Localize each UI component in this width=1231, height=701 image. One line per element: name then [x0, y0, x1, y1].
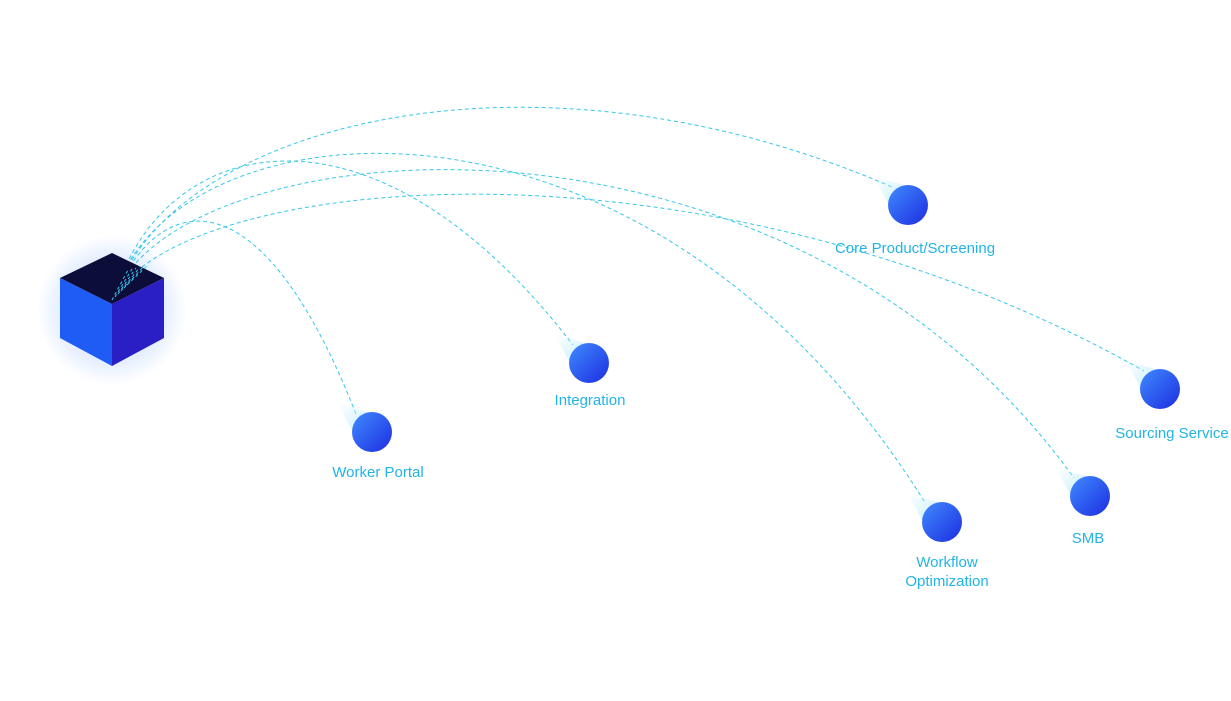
worker-portal-label: Worker Portal: [332, 463, 423, 482]
comet-trail: [874, 177, 904, 203]
comet-trail: [1126, 361, 1156, 387]
hub-connector-origin: [123, 265, 145, 289]
node-integration[interactable]: [555, 335, 609, 383]
worker-portal-label-line: Worker Portal: [332, 464, 424, 481]
sphere-icon[interactable]: [1140, 369, 1180, 409]
integration-label-line: Integration: [554, 392, 626, 409]
sphere-icon[interactable]: [922, 502, 962, 542]
smb-label-line: SMB: [1071, 530, 1105, 547]
sourcing-service-label-line: Sourcing Service: [1115, 425, 1229, 442]
connector-core-product-screening: [113, 106, 893, 299]
comet-trail: [1056, 468, 1086, 494]
sphere-icon[interactable]: [1070, 476, 1110, 516]
comet-trail: [338, 404, 368, 430]
cube-right-face: [112, 278, 164, 366]
node-core-product-screening[interactable]: [874, 177, 928, 225]
cube-icon: [37, 235, 187, 385]
cube-top-face: [60, 253, 164, 304]
connector-sourcing-service: [113, 193, 1145, 372]
sourcing-service-label: Sourcing Service: [1115, 424, 1228, 443]
core-product-screening-label-line: Core Product/Screening: [834, 240, 996, 257]
node-workflow-optimization[interactable]: [908, 494, 962, 542]
hub-connector-origin: [120, 266, 141, 292]
node-worker-portal[interactable]: [338, 404, 392, 452]
sphere-icon[interactable]: [569, 343, 609, 383]
comet-trail: [908, 494, 938, 520]
hub-connector-origin: [126, 264, 149, 286]
comet-trail: [555, 335, 585, 361]
connector-worker-portal: [113, 220, 357, 415]
sphere-icon[interactable]: [352, 412, 392, 452]
connector-workflow-optimization: [113, 153, 927, 505]
cube-left-face: [60, 278, 112, 366]
node-smb[interactable]: [1056, 468, 1110, 516]
nodes: [338, 177, 1180, 542]
connectors: [113, 106, 1145, 505]
smb-label: SMB: [1072, 529, 1105, 548]
integration-label: Integration: [555, 391, 626, 410]
workflow-optimization-label-line: Workflow: [916, 554, 978, 571]
workflow-optimization-label-line: Optimization: [905, 573, 989, 590]
sphere-icon[interactable]: [888, 185, 928, 225]
connector-smb: [113, 169, 1075, 479]
hub-connector-origin: [117, 267, 137, 295]
node-sourcing-service[interactable]: [1126, 361, 1180, 409]
core-product-screening-label: Core Product/Screening: [835, 239, 995, 258]
